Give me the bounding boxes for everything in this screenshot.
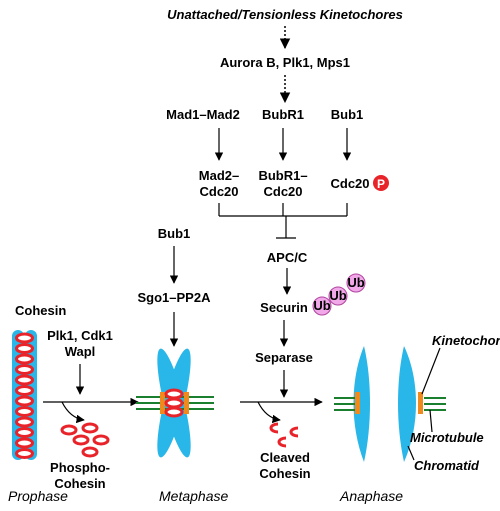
arrow-release-cohesin xyxy=(61,401,85,424)
trigger-label: Unattached/Tensionless Kinetochores xyxy=(167,7,403,22)
chromatid-label: Chromatid xyxy=(414,458,480,473)
bub1-mid-label: Bub1 xyxy=(158,226,191,241)
prophase-chromosome xyxy=(12,330,37,460)
chromatid-leader xyxy=(407,445,415,461)
cohesin-ring xyxy=(15,332,34,344)
arrow-cleave-cohesin xyxy=(257,401,281,424)
phospho-cohesin-label-2: Cohesin xyxy=(54,476,105,491)
cohesin-ring xyxy=(15,437,34,449)
cohesin-ring xyxy=(15,385,34,396)
cleaved-cohesin-label-2: Cohesin xyxy=(259,466,310,481)
cohesin-label: Cohesin xyxy=(15,303,66,318)
bub1-top-label: Bub1 xyxy=(331,107,364,122)
mad1-mad2-label: Mad1–Mad2 xyxy=(166,107,240,122)
phase-prophase: Prophase xyxy=(8,488,68,504)
phospho-cohesin-label-1: Phospho- xyxy=(50,460,110,475)
mad2-cdc20-label-1: Mad2– xyxy=(199,168,239,183)
phospho-cohesin-rings xyxy=(60,422,110,458)
separase-label: Separase xyxy=(255,350,313,365)
inhibition-bracket xyxy=(218,203,348,239)
kinetochore-label: Kinetochore xyxy=(432,333,500,348)
prophase-kinases-label-1: Plk1, Cdk1 xyxy=(47,328,113,343)
cohesin-ring xyxy=(15,427,34,438)
cohesin-ring xyxy=(15,416,34,428)
cohesin-ring xyxy=(15,343,34,354)
ub-label-3: Ub xyxy=(347,275,364,290)
prophase-kinases-label-2: Wapl xyxy=(65,344,96,359)
securin-label: Securin xyxy=(260,300,308,315)
anaphase-chromatid-right xyxy=(398,346,446,462)
anaphase-chromatid-left xyxy=(334,346,370,462)
ubiquitin-chain: Ub Ub Ub xyxy=(312,273,366,316)
ub-label-2: Ub xyxy=(329,288,346,303)
cohesin-ring xyxy=(15,374,34,386)
ub-label-1: Ub xyxy=(313,298,330,313)
cleaved-cohesin-fragments xyxy=(269,422,299,448)
cdc20-label: Cdc20 xyxy=(330,176,369,191)
phase-anaphase: Anaphase xyxy=(339,488,403,504)
bubr1-cdc20-label-2: Cdc20 xyxy=(263,184,302,199)
cohesin-ring xyxy=(15,395,34,407)
kinetochore-leader xyxy=(421,347,441,395)
metaphase-chromosome xyxy=(136,348,214,458)
cleaved-cohesin-label-1: Cleaved xyxy=(260,450,310,465)
cohesin-ring xyxy=(15,364,34,375)
cohesin-ring xyxy=(15,353,34,365)
microtubule-leader xyxy=(429,409,433,433)
bubr1-cdc20-label-1: BubR1– xyxy=(258,168,307,183)
sgo1-pp2a-label: Sgo1–PP2A xyxy=(138,290,212,305)
phospho-badge xyxy=(373,175,389,191)
apc-c-label: APC/C xyxy=(267,250,308,265)
microtubule-label: Microtubule xyxy=(410,430,484,445)
mad2-cdc20-label-2: Cdc20 xyxy=(199,184,238,199)
kinases-label: Aurora B, Plk1, Mps1 xyxy=(220,55,350,70)
cohesin-ring xyxy=(15,448,34,459)
cohesin-ring xyxy=(15,406,34,417)
phospho-badge-label: P xyxy=(377,177,385,191)
bubr1-label: BubR1 xyxy=(262,107,304,122)
phase-metaphase: Metaphase xyxy=(159,488,228,504)
